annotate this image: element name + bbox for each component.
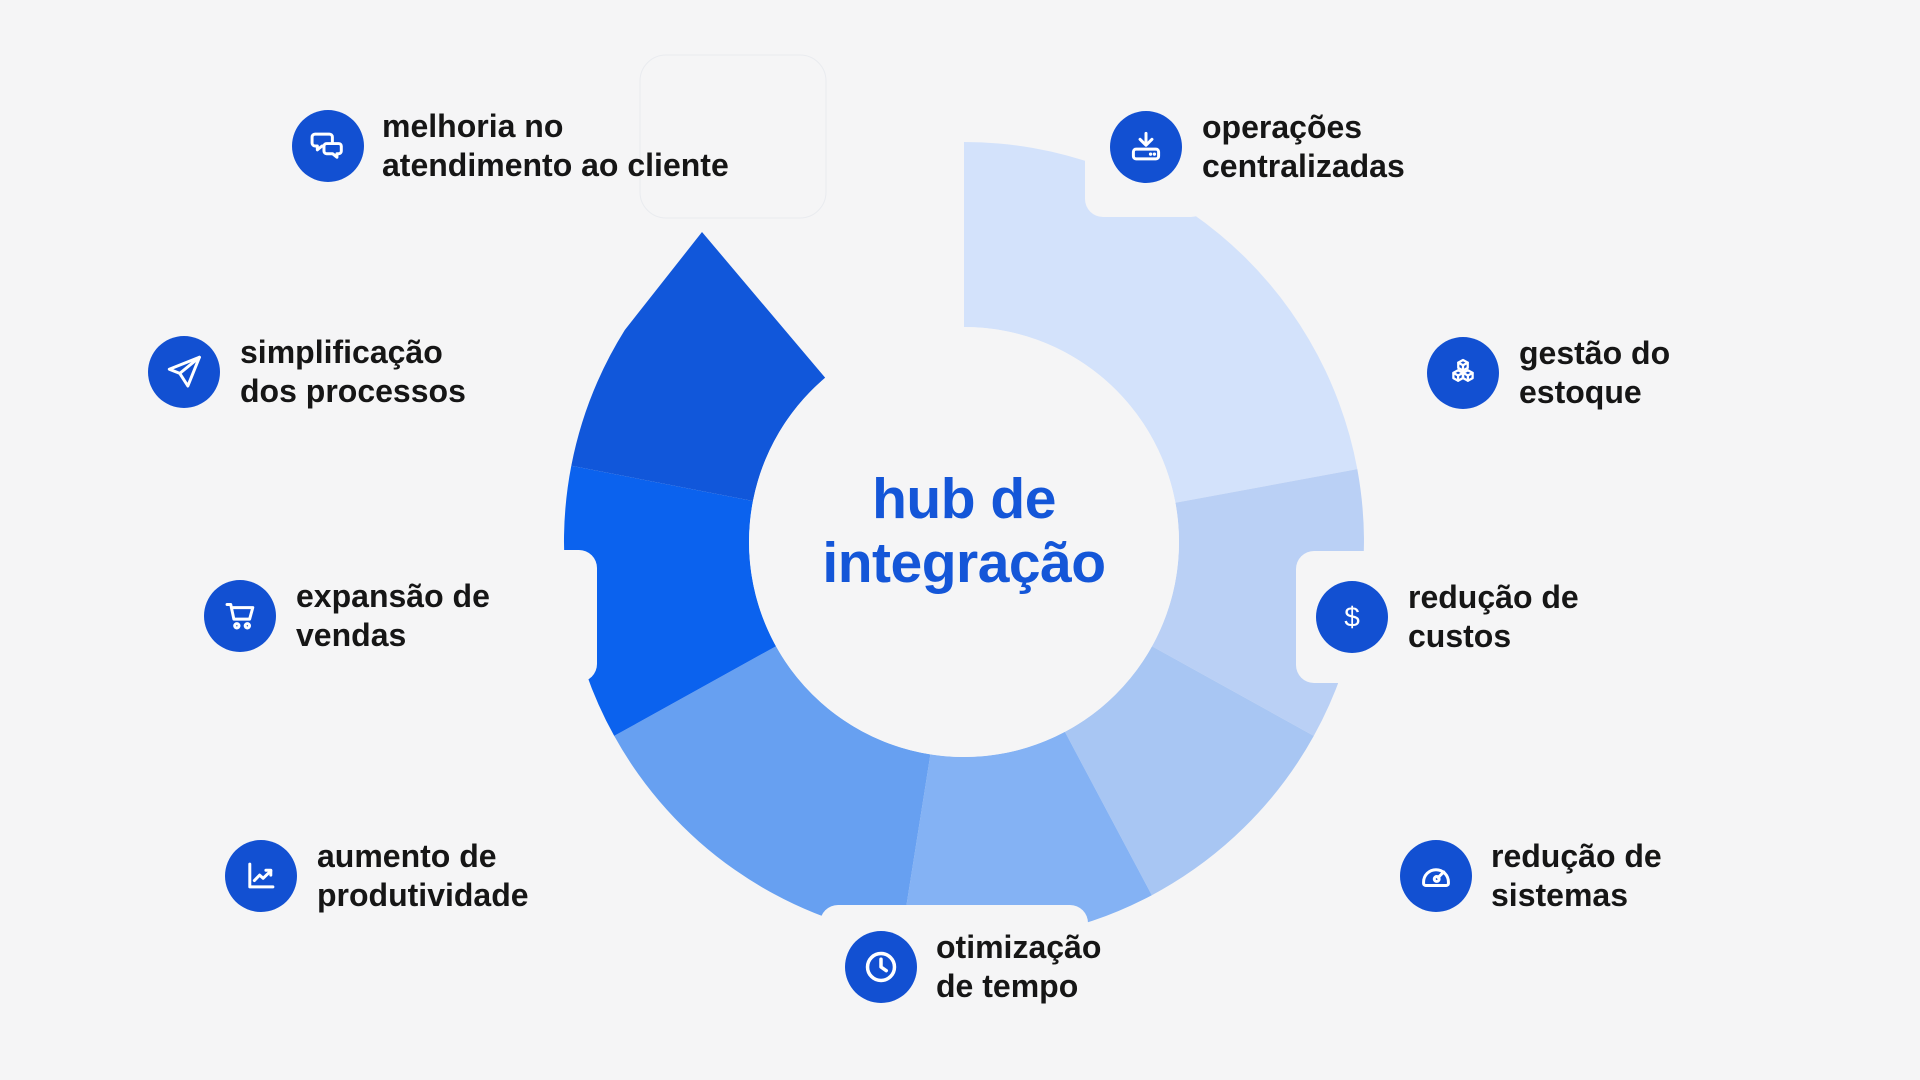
label-line: operações — [1202, 109, 1363, 145]
hub-title-line2: integração — [822, 531, 1106, 595]
label-line: melhoria no — [382, 108, 564, 144]
label-line: aumento de — [317, 838, 497, 874]
label-line: redução de — [1408, 579, 1579, 615]
label-line: sistemas — [1491, 877, 1628, 913]
hub-title-line1: hub de — [872, 467, 1056, 531]
label-line: atendimento ao cliente — [382, 147, 729, 183]
label-line: custos — [1408, 618, 1512, 654]
label-line: expansão de — [296, 578, 490, 614]
segment-expansao-vendas — [563, 465, 776, 736]
label-line: redução de — [1491, 838, 1662, 874]
clock-icon — [845, 931, 917, 1003]
label-line: dos processos — [240, 373, 466, 409]
segment-aumento-produtividade — [614, 646, 931, 938]
label-line: gestão do — [1519, 335, 1671, 371]
svg-text:$: $ — [1344, 601, 1360, 632]
ring-notch-3 — [496, 550, 597, 682]
cubes-icon — [1427, 337, 1499, 409]
inbox-download-icon — [1110, 111, 1182, 183]
hub-inner-circle — [749, 327, 1179, 757]
label-line: vendas — [296, 617, 407, 653]
label-line: de tempo — [936, 968, 1079, 1004]
segment-reducao-sistemas — [1064, 646, 1314, 896]
chart-up-icon — [225, 840, 297, 912]
segment-operacoes-gestao — [964, 142, 1358, 503]
dollar-icon: $ — [1316, 581, 1388, 653]
ring-notch-5 — [639, 54, 827, 219]
gauge-icon — [1400, 840, 1472, 912]
chat-icon — [292, 110, 364, 182]
label-line: estoque — [1519, 374, 1642, 410]
cart-icon — [204, 580, 276, 652]
label-line: otimização — [936, 929, 1102, 965]
paper-plane-icon — [148, 336, 220, 408]
label-line: produtividade — [317, 877, 529, 913]
segment-otimizacao-tempo — [901, 731, 1152, 943]
label-line: simplificação — [240, 334, 443, 370]
hub-title: hub de integração — [822, 467, 1106, 595]
segment-arrow-head — [571, 232, 826, 501]
label-line: centralizadas — [1202, 148, 1405, 184]
